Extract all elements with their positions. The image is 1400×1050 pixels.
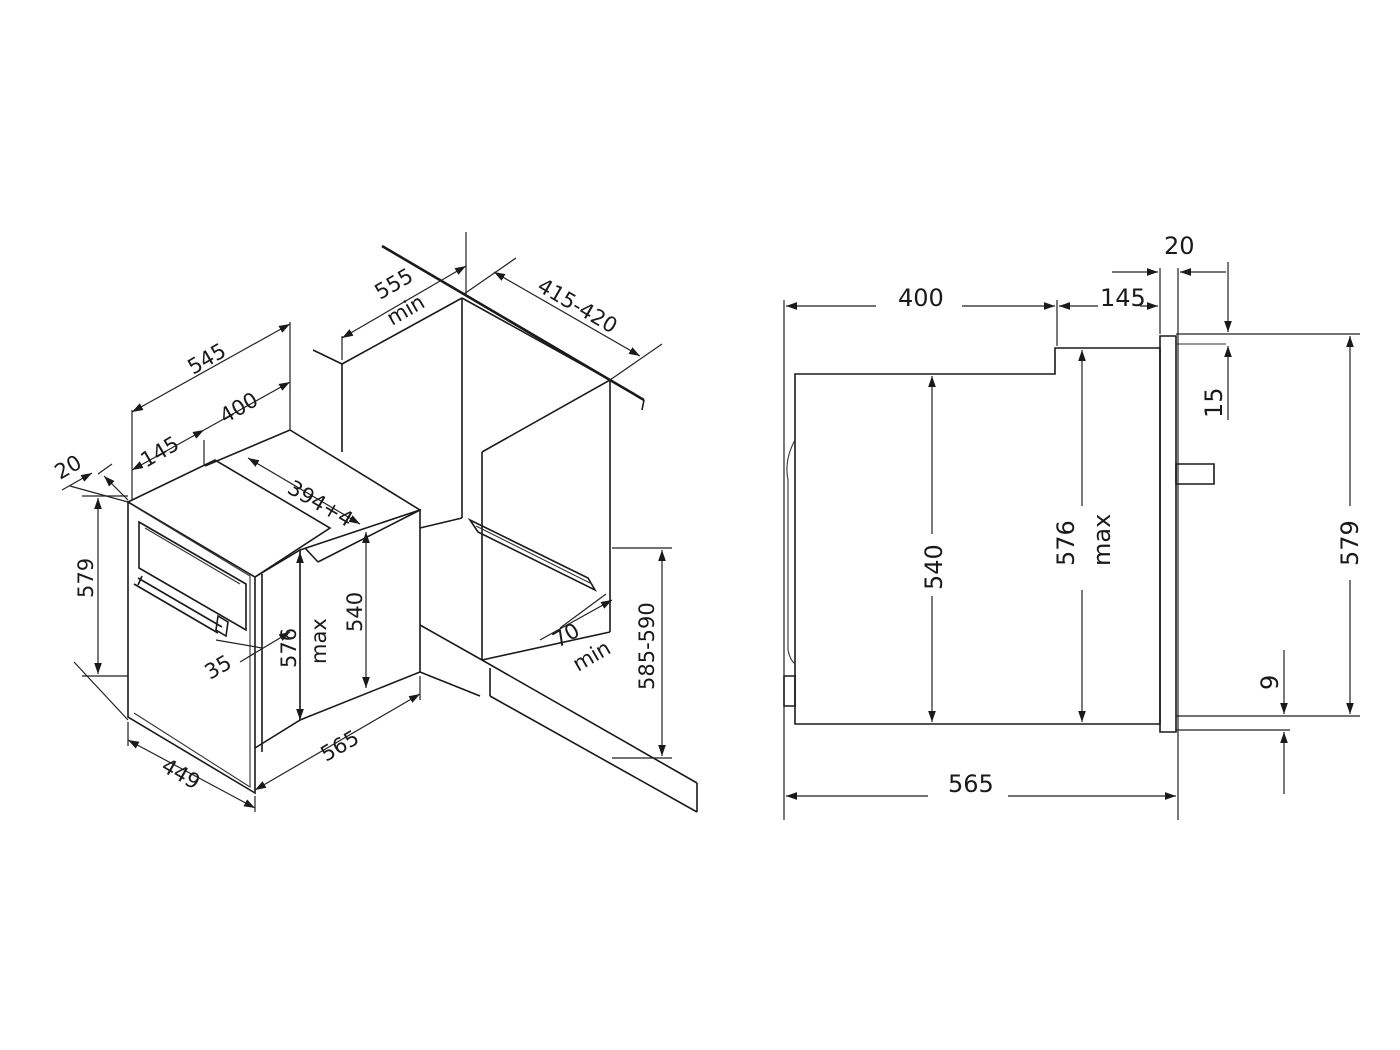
cabinet-niche bbox=[312, 244, 698, 813]
isometric-view: 20 545 400 145 394+4 579 576 max bbox=[51, 232, 698, 813]
side-view: 20 400 145 15 540 576 max bbox=[783, 232, 1364, 820]
oven-body bbox=[127, 429, 422, 795]
iso-dim-415-420: 415-420 bbox=[534, 274, 622, 339]
side-dim-579: 579 bbox=[1336, 520, 1364, 566]
iso-dim-576: 576 bbox=[277, 628, 301, 668]
isometric-dimensions: 20 545 400 145 394+4 579 576 max bbox=[51, 232, 672, 812]
side-dimensions: 20 400 145 15 540 576 max bbox=[783, 232, 1364, 820]
side-dim-400: 400 bbox=[898, 284, 944, 312]
iso-dim-394: 394+4 bbox=[284, 476, 358, 532]
iso-dim-585-590: 585-590 bbox=[635, 602, 659, 690]
iso-dim-70: 70 bbox=[549, 618, 584, 652]
side-dim-145: 145 bbox=[1100, 284, 1146, 312]
side-dim-576: 576 bbox=[1052, 520, 1080, 566]
side-dim-9: 9 bbox=[1256, 675, 1284, 690]
side-dim-15: 15 bbox=[1200, 387, 1228, 418]
iso-dim-545: 545 bbox=[184, 338, 231, 379]
iso-dim-145: 145 bbox=[137, 431, 184, 472]
side-dim-540: 540 bbox=[920, 544, 948, 590]
iso-dim-max: max bbox=[307, 618, 331, 664]
side-dim-565: 565 bbox=[948, 770, 994, 798]
side-dim-20: 20 bbox=[1164, 232, 1195, 260]
iso-dim-540: 540 bbox=[343, 592, 367, 632]
iso-dim-400: 400 bbox=[216, 387, 263, 428]
iso-dim-579: 579 bbox=[74, 558, 98, 598]
iso-dim-35: 35 bbox=[201, 650, 236, 684]
side-dim-max: max bbox=[1088, 514, 1116, 566]
